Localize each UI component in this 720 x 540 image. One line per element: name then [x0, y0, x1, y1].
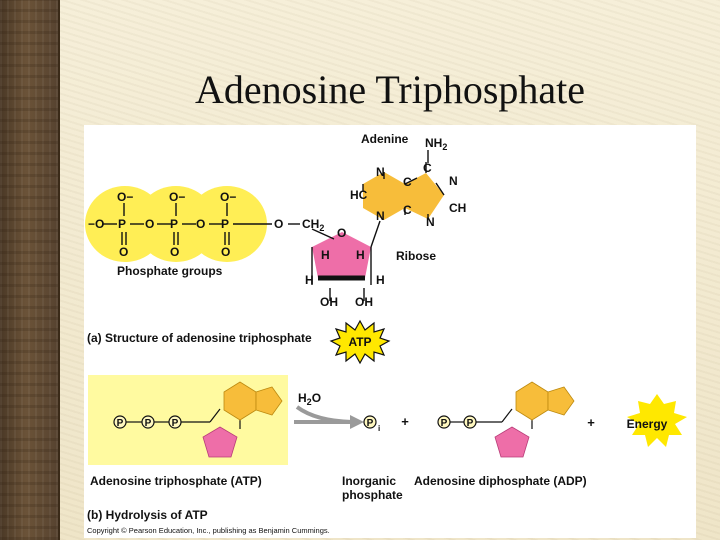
atp-p-1: P: [117, 418, 124, 429]
adenine-ch: CH: [449, 201, 466, 215]
o-bridge-1: O: [145, 217, 154, 231]
o-bridge-3: O: [274, 217, 283, 231]
inorganic-label: Inorganic: [342, 474, 396, 488]
p-atom-2: P: [170, 217, 178, 231]
pi-p: P: [367, 418, 374, 429]
energy-label: Energy: [627, 417, 668, 431]
bond-lines: [103, 150, 445, 301]
atp-starburst: [329, 319, 391, 365]
ribose-oh-1: OH: [320, 295, 338, 309]
water-label: H2O: [298, 391, 321, 407]
o-double-2: O: [170, 245, 179, 259]
o-double-1: O: [119, 245, 128, 259]
ribose-oh-2: OH: [355, 295, 373, 309]
atp-badge-label: ATP: [348, 335, 371, 349]
plus-sign-2: +: [587, 415, 595, 430]
ribose-h-1: H: [321, 248, 330, 262]
atp-figure: −O P O P O P O O− O− O− O O O CH2 Phosph…: [84, 125, 696, 538]
adenine-atoms: NH2 N C C N HC CH C N N: [350, 136, 466, 229]
o-double-3: O: [221, 245, 230, 259]
atp-p-3: P: [172, 418, 179, 429]
plus-sign-1: +: [401, 414, 409, 429]
pi-circle: [363, 415, 377, 429]
adenine-label: Adenine: [361, 132, 409, 146]
minus-o-atom: −O: [88, 217, 104, 231]
wood-side-strip: [0, 0, 58, 540]
ribose-atoms: O H H H H OH OH: [305, 226, 385, 309]
ch2-atom: CH2: [302, 217, 324, 233]
strip-edge: [58, 0, 60, 540]
atp-p-2: P: [145, 418, 152, 429]
hydrolysis-caption: (b) Hydrolysis of ATP: [87, 508, 208, 522]
ribose-label: Ribose: [396, 249, 436, 263]
energy-burst: [627, 394, 687, 447]
adenine-n-3: N: [376, 209, 385, 223]
adenine-c-1: C: [403, 175, 412, 189]
phosphate-ovals: [85, 186, 267, 262]
p-atom-3: P: [221, 217, 229, 231]
o-minus-3: O−: [220, 190, 236, 204]
phosphate-groups-label: Phosphate groups: [117, 264, 223, 278]
adp-molecule: P P: [437, 381, 575, 458]
o-bridge-2: O: [196, 217, 205, 231]
ribose-h-2: H: [356, 248, 365, 262]
o-minus-1: O−: [117, 190, 133, 204]
adenine-c-2: C: [423, 161, 432, 175]
nh2-group: NH2: [425, 136, 447, 152]
ribose-h-3: H: [305, 273, 314, 287]
p-atom-1: P: [118, 217, 126, 231]
adenine-n-4: N: [426, 215, 435, 229]
adenine-hc: HC: [350, 188, 368, 202]
o-minus-2: O−: [169, 190, 185, 204]
pi-subscript: i: [378, 424, 380, 433]
adp-molecule-label: Adenosine diphosphate (ADP): [414, 474, 587, 488]
adenine-five-ring: [405, 173, 444, 219]
structure-caption: (a) Structure of adenosine triphosphate: [87, 331, 312, 345]
adenine-c-3: C: [403, 203, 412, 217]
adenine-six-ring: [363, 172, 405, 220]
adenine-n-1: N: [376, 165, 385, 179]
adp-p-1: P: [441, 418, 448, 429]
phosphate-oval-3: [187, 186, 267, 262]
atp-molecule-label: Adenosine triphosphate (ATP): [90, 474, 262, 488]
atp-molecule: P P P: [113, 381, 283, 458]
slide-title: Adenosine Triphosphate: [195, 67, 585, 112]
reaction-arrow-head: [350, 415, 364, 429]
phosphate-word-label: phosphate: [342, 488, 403, 502]
copyright-line: Copyright © Pearson Education, Inc., pub…: [87, 526, 330, 535]
ribose-ring: [312, 232, 371, 278]
adp-p-2: P: [467, 418, 474, 429]
phosphate-atoms: −O P O P O P O O− O− O− O O O CH2: [88, 190, 324, 259]
ribose-ring-o: O: [337, 226, 346, 240]
structure-panel: −O P O P O P O O− O− O− O O O CH2 Phosph…: [85, 132, 466, 365]
hydrolysis-panel: P P P H2O P i + P P + Ene: [87, 375, 687, 522]
ribose-h-4: H: [376, 273, 385, 287]
adenine-n-2: N: [449, 174, 458, 188]
